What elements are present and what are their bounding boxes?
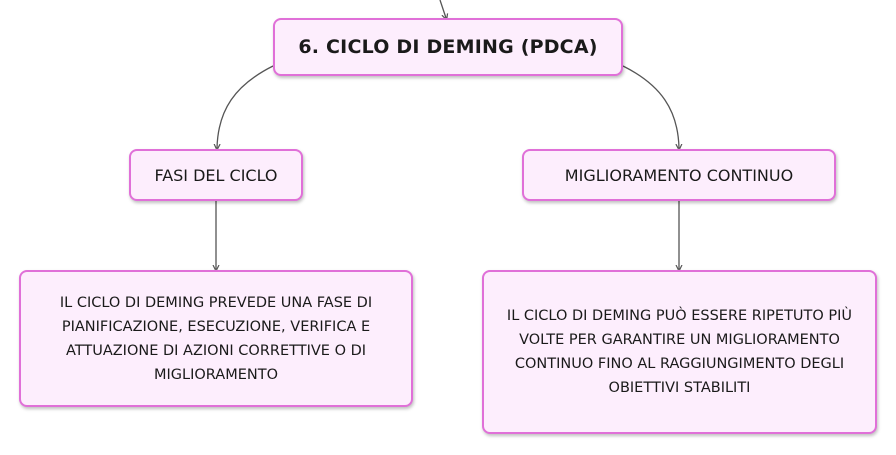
subtopic-text: IL CICLO DI DEMING PREVEDE UNA FASE DI P… bbox=[59, 294, 373, 383]
topic-label: MIGLIORAMENTO CONTINUO bbox=[564, 165, 794, 185]
topic-label: FASI DEL CICLO bbox=[154, 165, 278, 185]
root-topic-label: 6. CICLO DI DEMING (PDCA) bbox=[298, 36, 598, 58]
subtopic-fasi-detail[interactable]: IL CICLO DI DEMING PREVEDE UNA FASE DI P… bbox=[19, 270, 413, 407]
root-topic[interactable]: 6. CICLO DI DEMING (PDCA) bbox=[273, 18, 623, 76]
topic-fasi-del-ciclo[interactable]: FASI DEL CICLO bbox=[129, 149, 303, 201]
subtopic-text: IL CICLO DI DEMING PUÒ ESSERE RIPETUTO P… bbox=[506, 308, 853, 396]
topic-miglioramento-continuo[interactable]: MIGLIORAMENTO CONTINUO bbox=[522, 149, 836, 201]
connector-root-to-branch-right bbox=[622, 65, 679, 148]
connector-parent-to-root bbox=[439, 0, 446, 18]
connector-root-to-branch-left bbox=[217, 65, 274, 148]
subtopic-miglioramento-detail[interactable]: IL CICLO DI DEMING PUÒ ESSERE RIPETUTO P… bbox=[482, 270, 877, 434]
